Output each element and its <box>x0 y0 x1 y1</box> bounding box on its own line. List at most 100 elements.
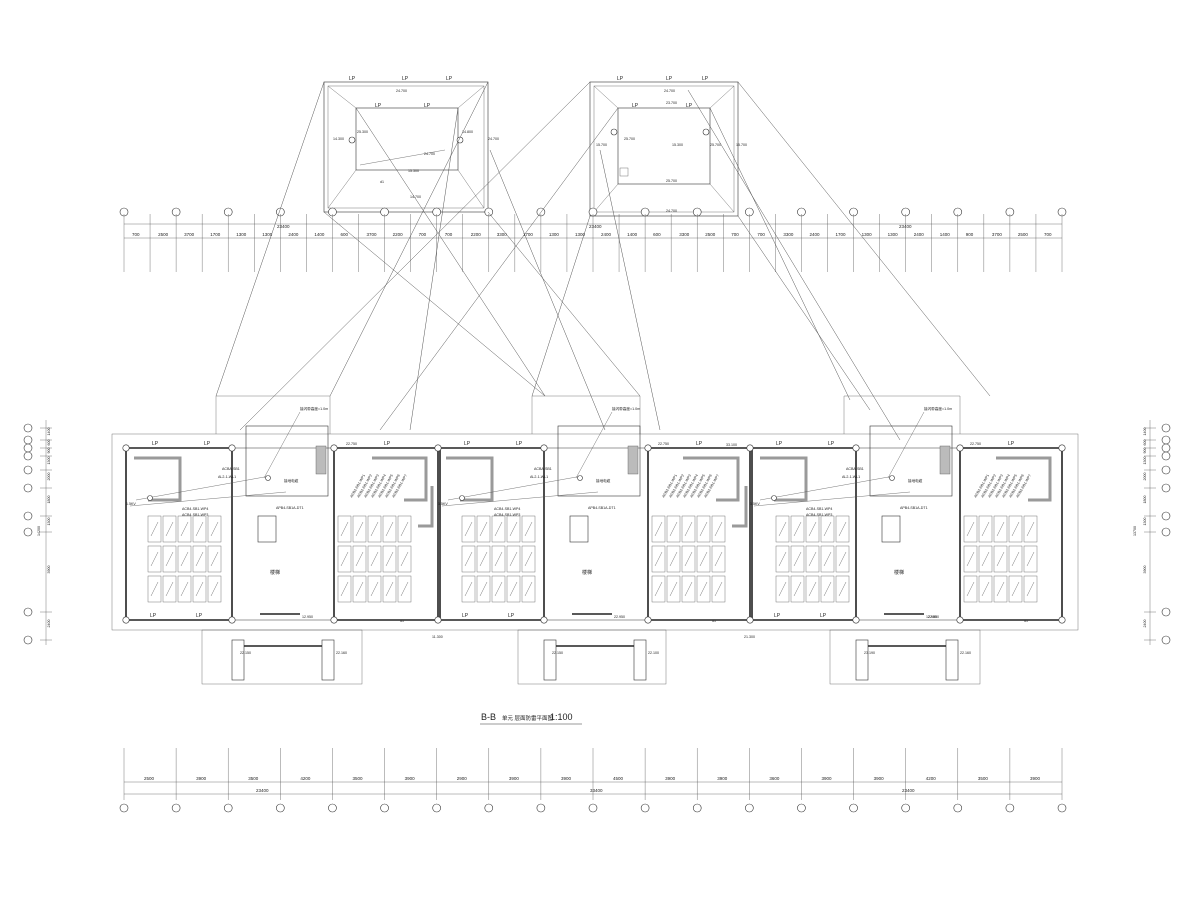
solar-panel <box>337 515 352 543</box>
annotation-label: 22.150 <box>552 651 563 655</box>
dimension-value: 3900 <box>405 776 416 781</box>
annotation-label: 1.5KV <box>438 502 448 506</box>
solar-panel <box>711 545 726 573</box>
solar-panel <box>681 545 696 573</box>
solar-panel-hatch <box>180 551 189 567</box>
solar-panel-hatch <box>479 551 488 567</box>
solar-panel-hatch <box>823 521 832 537</box>
annotation-label: ACB4-SB1-WP3 <box>494 513 520 517</box>
dimension-value: 2400 <box>47 620 51 628</box>
elevation-label: 15.300 <box>672 143 683 147</box>
annotation-label: ACBA-SB1 <box>222 467 240 471</box>
solar-panel <box>521 545 536 573</box>
solar-panel <box>397 575 412 603</box>
dimension-value: 1300 <box>549 232 560 237</box>
axis-bubble <box>171 803 181 813</box>
solar-panel-hatch <box>996 581 1005 597</box>
solar-panel <box>367 575 382 603</box>
dimension-value: 1800 <box>47 496 51 504</box>
dimension-value: 2400 <box>601 232 612 237</box>
dimension-value: 1700 <box>210 232 221 237</box>
elevation-label: 11.300 <box>432 635 443 639</box>
solar-panel <box>666 575 681 603</box>
axis-bubble <box>745 803 754 813</box>
dimension-value: 3300 <box>679 232 690 237</box>
annotation-label: 接闪带高度=1.0m <box>612 406 640 411</box>
dimension-value: 2400 <box>809 232 820 237</box>
title-scale: 1:100 <box>550 712 573 722</box>
column-marker <box>434 444 442 452</box>
ground-wire <box>759 475 895 501</box>
lp-label: LP <box>204 441 211 447</box>
column-marker <box>1058 444 1066 452</box>
solar-panel <box>978 575 993 603</box>
ground-wire <box>129 491 287 507</box>
dimension-value: 3900 <box>196 776 207 781</box>
solar-panel <box>177 515 192 543</box>
axis-bubble <box>432 803 441 813</box>
solar-panel-hatch <box>714 521 723 537</box>
annotation-label: 22.160 <box>336 651 347 655</box>
dimension-value: 4200 <box>300 776 311 781</box>
entrance-step <box>633 639 647 681</box>
column-marker <box>330 616 338 624</box>
solar-panel <box>1023 545 1038 573</box>
dimension-value: 3900 <box>665 776 676 781</box>
lp-label: LP <box>375 103 382 109</box>
solar-panel-hatch <box>808 581 817 597</box>
solar-panel <box>476 575 491 603</box>
elevation-label: 22.850 <box>928 615 939 619</box>
solar-panel-hatch <box>838 581 847 597</box>
solar-panel-array <box>147 515 1038 603</box>
dimension-value: 3900 <box>874 776 885 781</box>
solar-panel-hatch <box>669 581 678 597</box>
elevation-label: 25.700 <box>624 137 635 141</box>
column-marker <box>644 444 652 452</box>
axis-bubble <box>328 803 337 813</box>
lp-label: LP <box>686 103 693 109</box>
solar-panel-hatch <box>981 551 990 567</box>
dimension-value: 3900 <box>509 776 520 781</box>
solar-panel <box>461 545 476 573</box>
solar-panel <box>1008 545 1023 573</box>
dimension-value: 1300 <box>1143 457 1147 465</box>
solar-panel-hatch <box>524 521 533 537</box>
solar-panel-hatch <box>400 521 409 537</box>
solar-panel-hatch <box>654 581 663 597</box>
solar-panel-hatch <box>195 551 204 567</box>
bottom-axis-row <box>119 803 1067 813</box>
solar-panel-hatch <box>823 551 832 567</box>
axis-bubble <box>23 443 33 453</box>
solar-panel-hatch <box>996 551 1005 567</box>
lp-label: LP <box>666 76 673 82</box>
dimension-value: 2500 <box>1018 232 1029 237</box>
solar-panel <box>382 545 397 573</box>
axis-bubble <box>223 803 233 813</box>
entrance-step <box>855 639 869 681</box>
elevation-label: 25.300 <box>357 130 368 134</box>
column-marker <box>434 616 442 624</box>
elevation-label: 24.700 <box>396 89 407 93</box>
dimension-value: 1300 <box>47 518 51 526</box>
dimension-value: 1300 <box>862 232 873 237</box>
axis-bubble <box>692 803 702 813</box>
lp-label: LP <box>446 76 453 82</box>
column-marker <box>956 444 964 452</box>
solar-panel <box>162 545 177 573</box>
elevation-label: 24.700 <box>488 137 499 141</box>
dimension-value: 2200 <box>471 232 482 237</box>
lp-label: LP <box>508 613 515 619</box>
solar-panel <box>820 545 835 573</box>
leader-line <box>887 411 925 479</box>
solar-panel-hatch <box>355 551 364 567</box>
d1-label: d1 <box>1024 619 1028 623</box>
solar-panel-hatch <box>654 551 663 567</box>
dimension-value: 3500 <box>353 776 364 781</box>
solar-panel-hatch <box>524 551 533 567</box>
dimension-value: 1400 <box>1143 428 1147 436</box>
d1-label: d1 <box>380 180 384 184</box>
annotation-label: 接地电缆 <box>908 478 923 483</box>
solar-panel <box>192 545 207 573</box>
ground-wire <box>447 475 583 501</box>
